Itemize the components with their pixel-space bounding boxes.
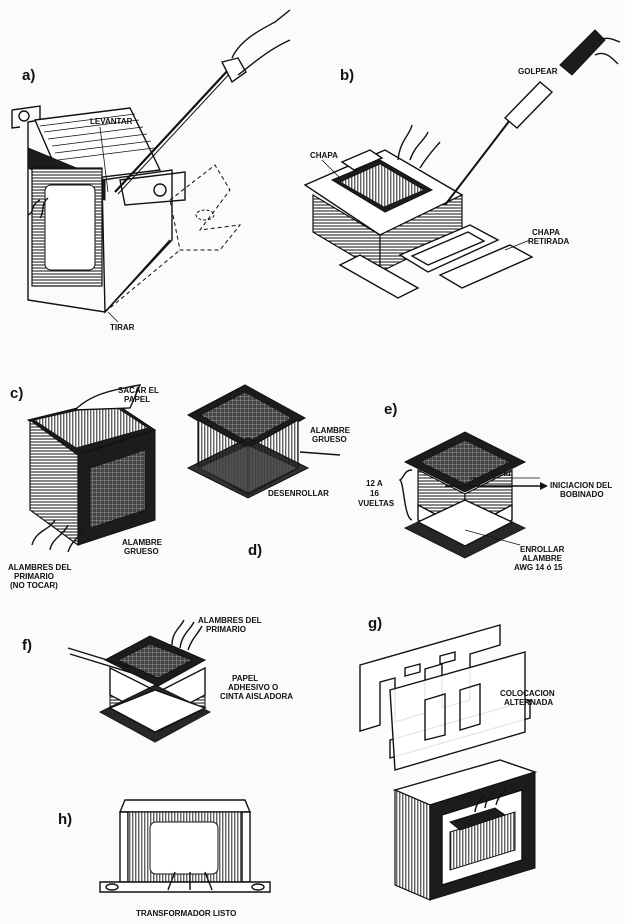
label-adhesivo: ADHESIVO O <box>228 683 278 692</box>
coil-c-window <box>89 449 146 529</box>
label-chapa-retirada-1: CHAPA <box>532 228 560 237</box>
label-alambres-del: ALAMBRES DEL <box>8 563 72 572</box>
panel-b-letter: b) <box>340 67 354 84</box>
label-colocacion: COLOCACION <box>500 689 555 698</box>
label-vueltas: VUELTAS <box>358 499 395 508</box>
removed-plate-2 <box>398 224 500 273</box>
panel-f: f) ALAMBRES DEL PRIMARIO PAPEL ADHESIVO … <box>22 616 293 743</box>
label-cinta: CINTA AISLADORA <box>220 692 293 701</box>
panel-f-letter: f) <box>22 637 32 654</box>
label-primario-f: PRIMARIO <box>206 625 246 634</box>
turns-bracket <box>398 469 413 521</box>
label-grueso-c: GRUESO <box>124 547 159 556</box>
mounting-hole <box>153 183 167 197</box>
label-iniciacion: INICIACION DEL <box>550 481 612 490</box>
stack-g-side <box>394 789 431 901</box>
label-awg: AWG 14 ó 15 <box>514 563 563 572</box>
e-lamination-b <box>389 651 526 771</box>
frame-h-top <box>118 799 252 813</box>
panel-a: a) LEVANT <box>11 9 291 332</box>
panel-b: b) GOLPEAR CHAPA CHAPA RETIRADA <box>303 29 621 299</box>
panel-c-letter: c) <box>10 385 23 402</box>
label-primario-c: PRIMARIO <box>14 572 54 581</box>
panel-a-letter: a) <box>22 67 35 84</box>
label-15cm: 15cm <box>490 469 510 478</box>
label-golpear: GOLPEAR <box>518 67 558 76</box>
label-transformador-listo: TRANSFORMADOR LISTO <box>136 909 236 918</box>
label-papel-f: PAPEL <box>232 674 258 683</box>
label-levantar: LEVANTAR <box>90 117 133 126</box>
label-12a: 12 A <box>366 479 383 488</box>
pulled-plate-outline <box>169 164 242 251</box>
screwdriver-b-handle <box>503 81 554 129</box>
label-alambre-e: ALAMBRE <box>522 554 563 563</box>
panel-e: e) 12 A 16 VUELTAS 15cm INICIACION DEL B… <box>358 401 612 572</box>
label-tirar: TIRAR <box>110 323 135 332</box>
panel-h: h) TRANSFORMADOR LISTO <box>58 799 271 918</box>
hammer-head <box>559 29 606 76</box>
label-alambre-c: ALAMBRE <box>122 538 163 547</box>
label-alambre-d: ALAMBRE <box>310 426 351 435</box>
panel-g: g) COLOCACION ALTERNADA <box>359 615 555 901</box>
removed-plate-1 <box>338 254 420 299</box>
screwdriver-handle <box>220 57 247 84</box>
panel-d: d) ALAMBRE GRUESO DESENROLLAR <box>186 384 351 559</box>
panel-g-letter: g) <box>368 615 382 632</box>
label-alternada: ALTERNADA <box>504 698 553 707</box>
panel-d-letter: d) <box>248 542 262 559</box>
label-bobinado: BOBINADO <box>560 490 604 499</box>
mounting-base <box>99 881 271 893</box>
panel-c: c) SACAR EL PAPEL ALAMBRE GRUESO ALAMBRE… <box>8 384 163 590</box>
panel-e-letter: e) <box>384 401 397 418</box>
screwdriver-shaft <box>114 67 231 193</box>
loose-wire <box>299 451 341 456</box>
label-alambres-del-f: ALAMBRES DEL <box>198 616 262 625</box>
screwdriver-b <box>444 119 511 206</box>
label-desenrollar: DESENROLLAR <box>268 489 329 498</box>
label-chapa-retirada-2: RETIRADA <box>528 237 570 246</box>
label-no-tocar: (NO TOCAR) <box>10 581 58 590</box>
label-enrollar: ENROLLAR <box>520 545 565 554</box>
paper-c <box>73 384 142 411</box>
removed-plate-3 <box>438 244 534 289</box>
label-chapa: CHAPA <box>310 151 338 160</box>
label-grueso-d: GRUESO <box>312 435 347 444</box>
coil-h <box>149 821 219 875</box>
hand <box>231 9 291 76</box>
label-16: 16 <box>370 489 379 498</box>
label-papel: PAPEL <box>124 395 150 404</box>
label-sacar-el: SACAR EL <box>118 386 159 395</box>
panel-h-letter: h) <box>58 811 72 828</box>
